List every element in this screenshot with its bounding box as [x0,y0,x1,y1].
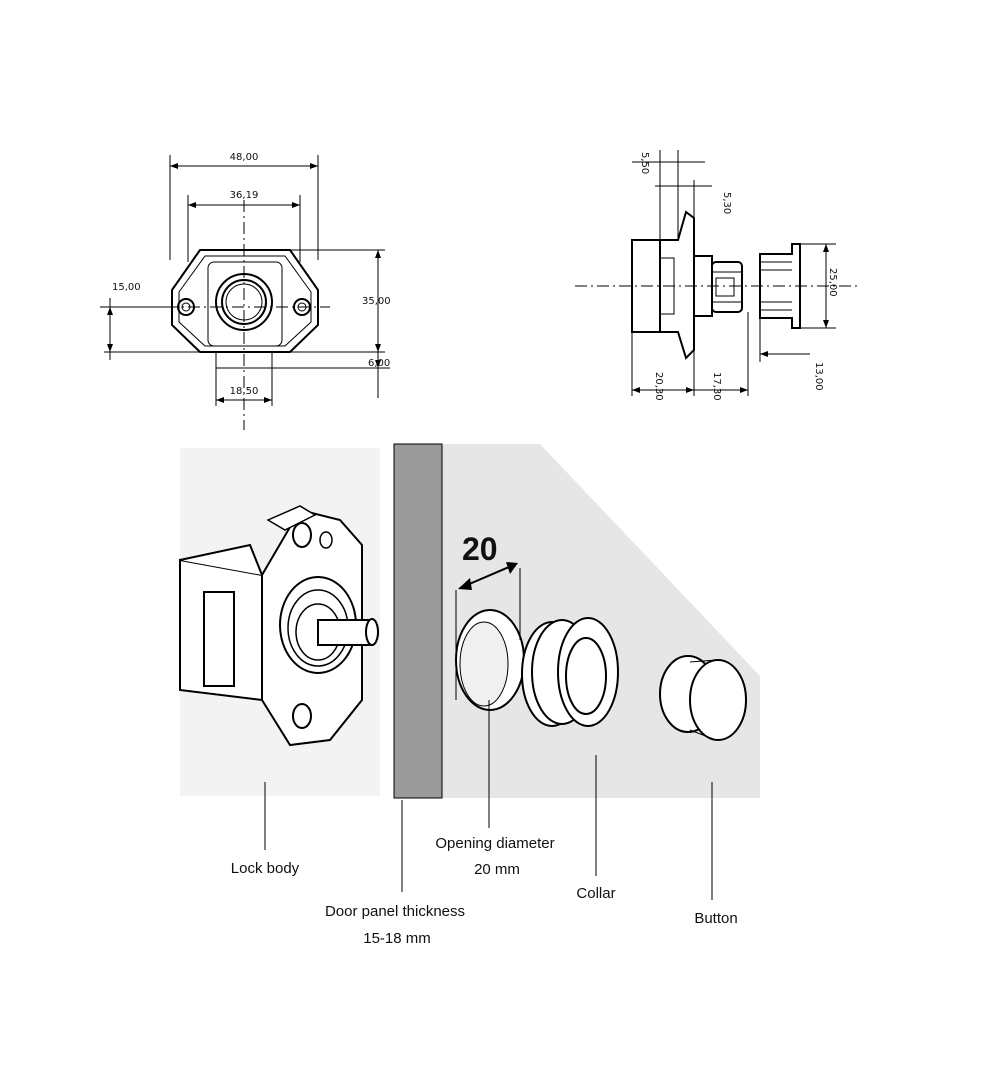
dim-collar-dia: 25,00 [827,268,838,297]
label-opening-value: 20 mm [474,861,520,878]
button-illustration [659,655,747,741]
dim-stem-len: 17,30 [711,372,722,401]
label-door-panel: Door panel thickness [325,903,465,920]
label-door-panel-value: 15-18 mm [363,930,431,947]
dim-left-offset: 15,00 [112,282,141,293]
door-panel-edge [393,443,443,799]
dim-top-b: 5,30 [721,192,732,214]
dim-top-a: 5,50 [639,152,650,174]
label-opening-diameter: Opening diameter [435,835,554,852]
front-view-drawing: 48,00 36,19 15,00 35,00 6,00 18,50 [100,152,391,430]
dim-collar-len: 13,00 [813,362,824,391]
side-view-drawing: 5,50 5,30 25,00 13,00 20,30 17,30 [575,150,860,401]
opening-hole-illustration: 20 [455,531,525,711]
dim-bottom-width: 18,50 [230,386,259,397]
dim-width-total: 48,00 [230,152,259,163]
lock-body-illustration [179,505,379,747]
assembly-illustration: 20 Lock body Door panel thickness 15-18 … [179,443,760,947]
dim-height: 35,00 [362,296,391,307]
dim-body-len: 20,30 [653,372,664,401]
label-collar: Collar [576,885,615,902]
label-button: Button [694,910,737,927]
dim-bottom: 6,00 [368,358,390,369]
opening-dimension-value: 20 [462,531,498,567]
dim-width-inner: 36,19 [230,190,259,201]
label-lock-body: Lock body [231,860,300,877]
collar-illustration [521,617,619,727]
